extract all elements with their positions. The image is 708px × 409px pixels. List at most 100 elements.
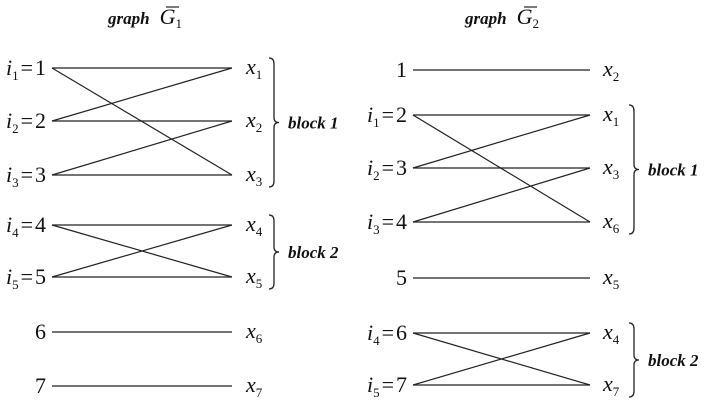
left-vertex-label: 7 [35, 373, 46, 398]
left-vertex-label: i1=2 [367, 102, 407, 130]
vertex-variable: x [602, 154, 613, 179]
vertex-number: 2 [396, 102, 407, 127]
left-vertex-label: i3=4 [367, 209, 407, 237]
graph-title-symbol: G [160, 4, 176, 29]
left-vertex-label: i2=2 [6, 108, 46, 136]
vertex-variable: x [245, 54, 256, 79]
right-vertex-label: x7 [245, 372, 263, 400]
right-vertex-label: x4 [245, 211, 263, 239]
vertex-subscript: 2 [256, 120, 263, 135]
equals-sign: = [382, 320, 394, 345]
vertex-number: 4 [35, 212, 46, 237]
index-subscript: 1 [12, 68, 19, 83]
index-variable: i [6, 55, 12, 80]
edge [412, 167, 591, 223]
vertex-subscript: 3 [256, 174, 263, 189]
vertex-number: 1 [35, 55, 46, 80]
index-subscript: 5 [373, 385, 380, 400]
vertex-subscript: 2 [613, 69, 620, 84]
index-subscript: 4 [373, 333, 380, 348]
vertex-number: 3 [396, 155, 407, 180]
graph-title-word: graph [107, 9, 150, 28]
right-vertex-label: x3 [245, 161, 262, 189]
vertex-subscript: 5 [256, 276, 263, 291]
vertex-variable: x [602, 371, 613, 396]
equals-sign: = [382, 209, 394, 234]
block-brace [268, 214, 280, 290]
index-subscript: 3 [373, 222, 380, 237]
index-subscript: 2 [12, 121, 19, 136]
left-vertex-label: i1=1 [6, 55, 46, 83]
block-label: block 2 [288, 243, 339, 262]
vertex-subscript: 1 [256, 67, 263, 82]
vertex-variable: x [245, 107, 256, 132]
index-subscript: 5 [12, 277, 19, 292]
vertex-number: 4 [396, 209, 407, 234]
vertex-number: 5 [35, 264, 46, 289]
equals-sign: = [21, 212, 33, 237]
vertex-number: 7 [396, 372, 407, 397]
vertex-variable: x [602, 208, 613, 233]
vertex-variable: x [602, 319, 613, 344]
block-brace [268, 57, 280, 188]
vertex-variable: x [245, 318, 256, 343]
graph-title-subscript: 2 [532, 16, 539, 31]
vertex-variable: x [245, 161, 256, 186]
block-brace [628, 104, 640, 235]
vertex-number: 5 [396, 265, 407, 290]
right-vertex-label: x7 [602, 371, 620, 399]
index-subscript: 4 [12, 225, 19, 240]
vertex-subscript: 6 [256, 331, 263, 346]
vertex-number: 7 [35, 373, 46, 398]
vertex-subscript: 3 [613, 167, 620, 182]
vertex-subscript: 6 [613, 221, 620, 236]
edge [51, 224, 233, 278]
block-label: block 2 [648, 351, 699, 370]
vertex-variable: x [245, 372, 256, 397]
index-variable: i [367, 320, 373, 345]
equals-sign: = [21, 108, 33, 133]
equals-sign: = [382, 155, 394, 180]
left-vertex-label: i4=4 [6, 212, 46, 240]
vertex-subscript: 4 [256, 224, 263, 239]
vertex-number: 1 [396, 57, 407, 82]
left-vertex-label: 5 [396, 265, 407, 290]
vertex-variable: x [602, 264, 613, 289]
index-variable: i [367, 209, 373, 234]
index-variable: i [6, 108, 12, 133]
graph-title-word: graph [464, 9, 507, 28]
edge [412, 332, 591, 386]
vertex-variable: x [245, 263, 256, 288]
right-vertex-label: x1 [602, 101, 619, 129]
equals-sign: = [21, 162, 33, 187]
left-vertex-label: i3=3 [6, 162, 46, 190]
index-subscript: 3 [12, 175, 19, 190]
right-vertex-label: x2 [245, 107, 262, 135]
right-vertex-label: x3 [602, 154, 619, 182]
index-variable: i [6, 264, 12, 289]
index-variable: i [6, 162, 12, 187]
index-subscript: 1 [373, 115, 380, 130]
block-label: block 1 [288, 114, 339, 133]
left-vertex-label: i5=5 [6, 264, 46, 292]
vertex-number: 6 [35, 319, 46, 344]
equals-sign: = [382, 372, 394, 397]
vertex-variable: x [602, 101, 613, 126]
left-vertex-label: i2=3 [367, 155, 407, 183]
right-vertex-label: x5 [602, 264, 619, 292]
right-vertex-label: x1 [245, 54, 262, 82]
right-vertex-label: x4 [602, 319, 620, 347]
equals-sign: = [382, 102, 394, 127]
right-vertex-label: x6 [602, 208, 620, 236]
vertex-subscript: 1 [613, 114, 620, 129]
vertex-variable: x [602, 56, 613, 81]
equals-sign: = [21, 264, 33, 289]
block-label: block 1 [648, 161, 699, 180]
vertex-subscript: 7 [256, 385, 263, 400]
edge [51, 120, 233, 176]
right-vertex-label: x5 [245, 263, 262, 291]
